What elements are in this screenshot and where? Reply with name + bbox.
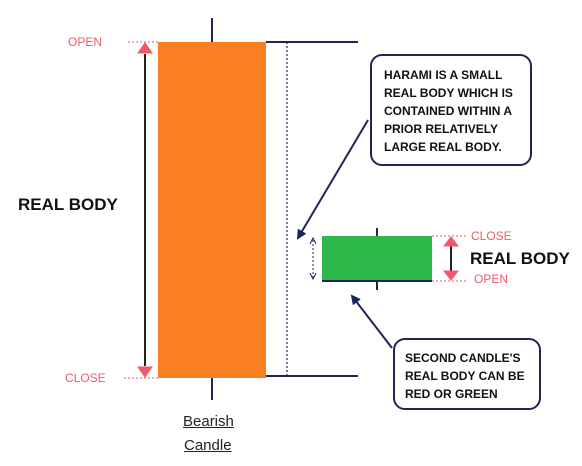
harami-callout-pointer xyxy=(296,119,369,240)
harami-callout-line-4: PRIOR RELATIVELY xyxy=(384,122,499,136)
harami-callout-line-1: HARAMI IS A SMALL xyxy=(384,68,503,82)
candle-name-line-1: Bearish xyxy=(183,413,234,430)
second-candle-callout-pointer xyxy=(350,294,393,349)
second-candle-callout: SECOND CANDLE'S REAL BODY CAN BE RED OR … xyxy=(393,338,541,410)
harami-measure-arrow-bottom xyxy=(309,272,317,281)
harami-callout-line-5: LARGE REAL BODY. xyxy=(384,140,502,154)
close-label-right: CLOSE xyxy=(471,229,512,243)
harami-measure-arrow-top xyxy=(309,236,317,245)
bearish-candle-body xyxy=(158,42,266,378)
second-candle-callout-line-1: SECOND CANDLE'S xyxy=(405,351,521,365)
close-label-left: CLOSE xyxy=(65,371,106,385)
real-body-arrow-bottom xyxy=(137,366,153,378)
second-candle-callout-line-3: RED OR GREEN xyxy=(405,387,498,401)
open-label-left: OPEN xyxy=(68,35,103,49)
harami-candle-body xyxy=(322,236,432,280)
harami-real-body-arrow-top xyxy=(442,236,460,247)
harami-callout-line-2: REAL BODY WHICH IS xyxy=(384,86,513,100)
harami-real-body-arrow-bottom xyxy=(442,270,460,281)
candle-name-line-2: Candle xyxy=(184,437,232,454)
real-body-label-right: REAL BODY xyxy=(470,249,570,268)
open-label-right: OPEN xyxy=(474,272,509,286)
harami-callout-line-3: CONTAINED WITHIN A xyxy=(384,104,512,118)
second-candle-callout-line-2: REAL BODY CAN BE xyxy=(405,369,525,383)
harami-definition-callout: HARAMI IS A SMALL REAL BODY WHICH IS CON… xyxy=(370,54,532,166)
real-body-arrow-top xyxy=(137,42,153,54)
real-body-label-left: REAL BODY xyxy=(18,195,118,214)
